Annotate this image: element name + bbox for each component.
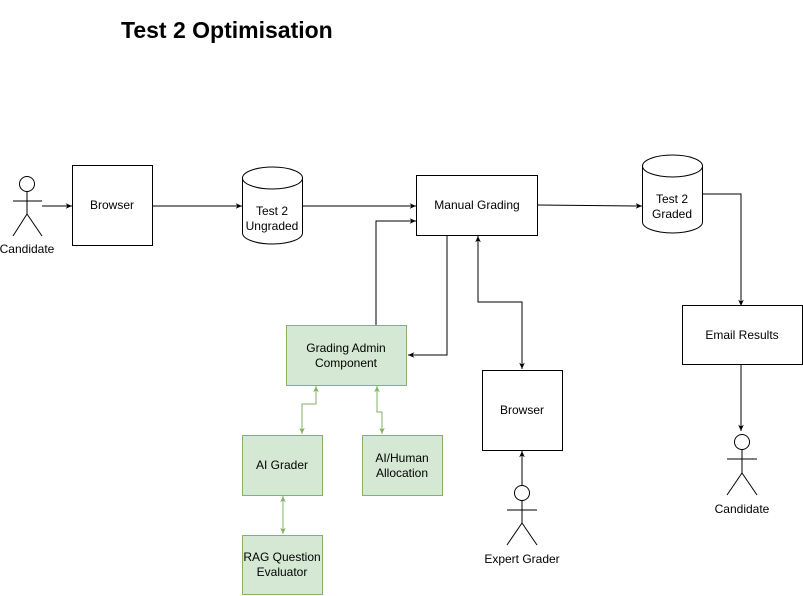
rag-evaluator-label-line2: Evaluator (257, 565, 308, 579)
rag-question-evaluator-box (242, 535, 323, 595)
ai-human-allocation-label-line1: AI/Human (375, 451, 428, 465)
grading-admin-label-line1: Grading Admin (306, 341, 385, 355)
test2-ungraded-label-line1: Test 2 (256, 204, 288, 218)
test2-graded-label-line1: Test 2 (656, 192, 688, 206)
edge-grading-admin-to-manual-grading (375, 218, 416, 326)
candidate-left-actor (12, 176, 43, 237)
test2-ungraded-label-line2: Ungraded (246, 219, 299, 233)
manual-grading-label: Manual Grading (434, 198, 519, 212)
ai-human-allocation-label-line2: Allocation (376, 466, 428, 480)
grading-admin-component-box (286, 325, 407, 386)
test2-ungraded-database (242, 166, 303, 245)
edge-grading-admin-allocation (374, 386, 385, 434)
actor-head-icon (514, 485, 530, 501)
candidate-right-label: Candidate (715, 502, 770, 516)
browser-left-label: Browser (90, 198, 134, 212)
edge-graded-to-email-results (702, 193, 744, 306)
ai-grader-box (242, 435, 323, 496)
edge-manual-grading-to-graded (537, 203, 643, 209)
browser-left-box (72, 165, 153, 246)
expert-browser-box (482, 370, 563, 451)
email-results-box (682, 305, 803, 365)
test2-graded-label-line2: Graded (652, 207, 692, 221)
expert-browser-label: Browser (500, 403, 544, 417)
ai-grader-label: AI Grader (256, 458, 308, 472)
manual-grading-box (416, 175, 538, 236)
page-title: Test 2 Optimisation (121, 17, 333, 43)
actor-head-icon (734, 434, 750, 450)
candidate-left-label: Candidate (0, 242, 55, 256)
actor-head-icon (19, 176, 35, 192)
email-results-label: Email Results (705, 328, 778, 342)
grading-admin-label-line2: Component (315, 356, 378, 370)
candidate-right-actor (726, 434, 758, 496)
expert-grader-label: Expert Grader (484, 552, 559, 566)
test2-graded-database (642, 154, 703, 234)
edge-manual-grading-expert-browser (475, 236, 525, 369)
expert-grader-actor (506, 485, 538, 546)
ai-human-allocation-box (362, 435, 443, 496)
edge-grading-admin-ai-grader (299, 386, 319, 434)
edge-manual-grading-to-grading-admin (408, 236, 448, 358)
rag-evaluator-label-line1: RAG Question (243, 550, 320, 564)
